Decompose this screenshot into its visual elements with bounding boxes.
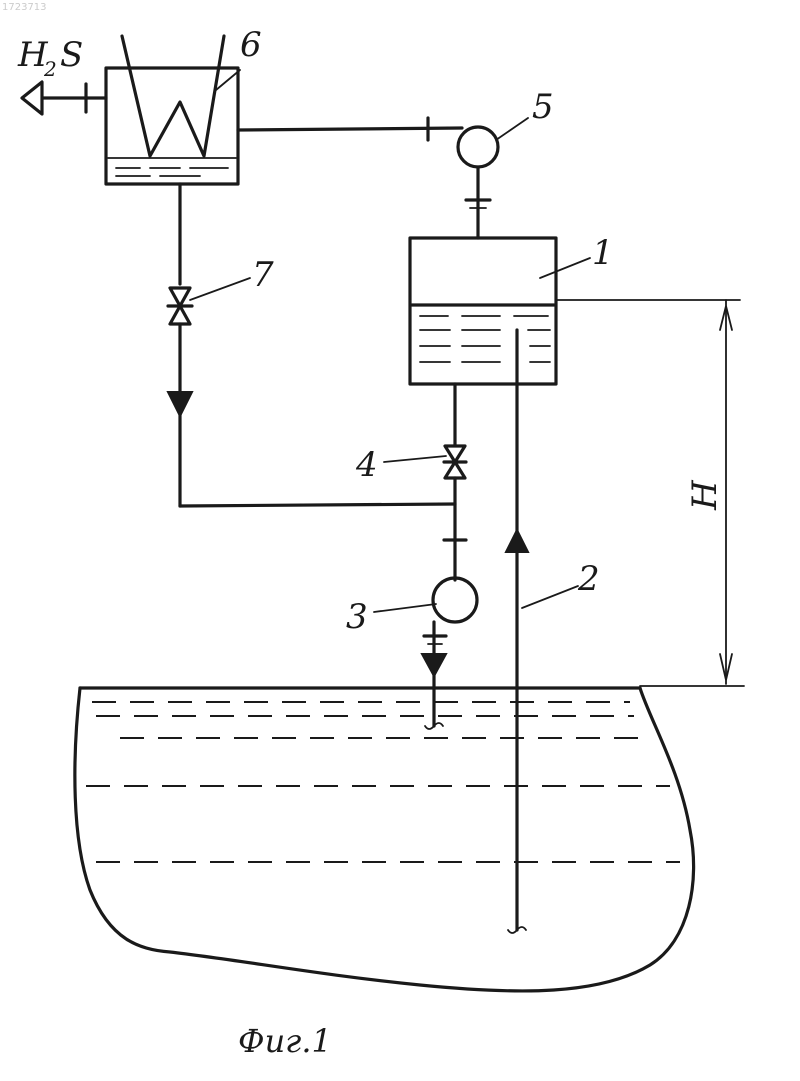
figure-caption: Фиг.1 [238, 1022, 332, 1060]
label-2: 2 [577, 559, 600, 599]
h2s-outlet: H 2 S [17, 35, 106, 114]
watermark-text: 1723713 [2, 2, 47, 13]
vessel-6 [106, 36, 238, 184]
vessel-1 [410, 238, 556, 384]
label-height: H [685, 479, 725, 511]
leader-lines: 6 5 1 7 4 3 2 [190, 25, 614, 637]
down-arrow-icon [168, 392, 192, 416]
down-arrow-icon-2 [422, 654, 446, 676]
label-5: 5 [532, 87, 554, 127]
height-dimension: H [556, 300, 744, 686]
label-7: 7 [252, 255, 274, 295]
pipe-junction [180, 504, 455, 506]
outlet-arrow-icon [22, 82, 42, 114]
label-h2s-s: S [60, 35, 83, 75]
up-arrow-icon [506, 530, 528, 552]
label-4: 4 [355, 445, 378, 485]
coil-icon [122, 36, 224, 156]
label-h2s-sub: 2 [43, 57, 57, 81]
label-3: 3 [346, 597, 368, 637]
vessel-6-body [106, 68, 238, 184]
reservoir [75, 688, 694, 991]
valve-4 [444, 446, 466, 478]
pump-5 [458, 127, 498, 167]
reservoir-body [75, 688, 694, 991]
pump-3 [433, 578, 477, 622]
label-1: 1 [592, 233, 614, 273]
valve-7 [168, 288, 192, 324]
label-6: 6 [240, 25, 262, 65]
